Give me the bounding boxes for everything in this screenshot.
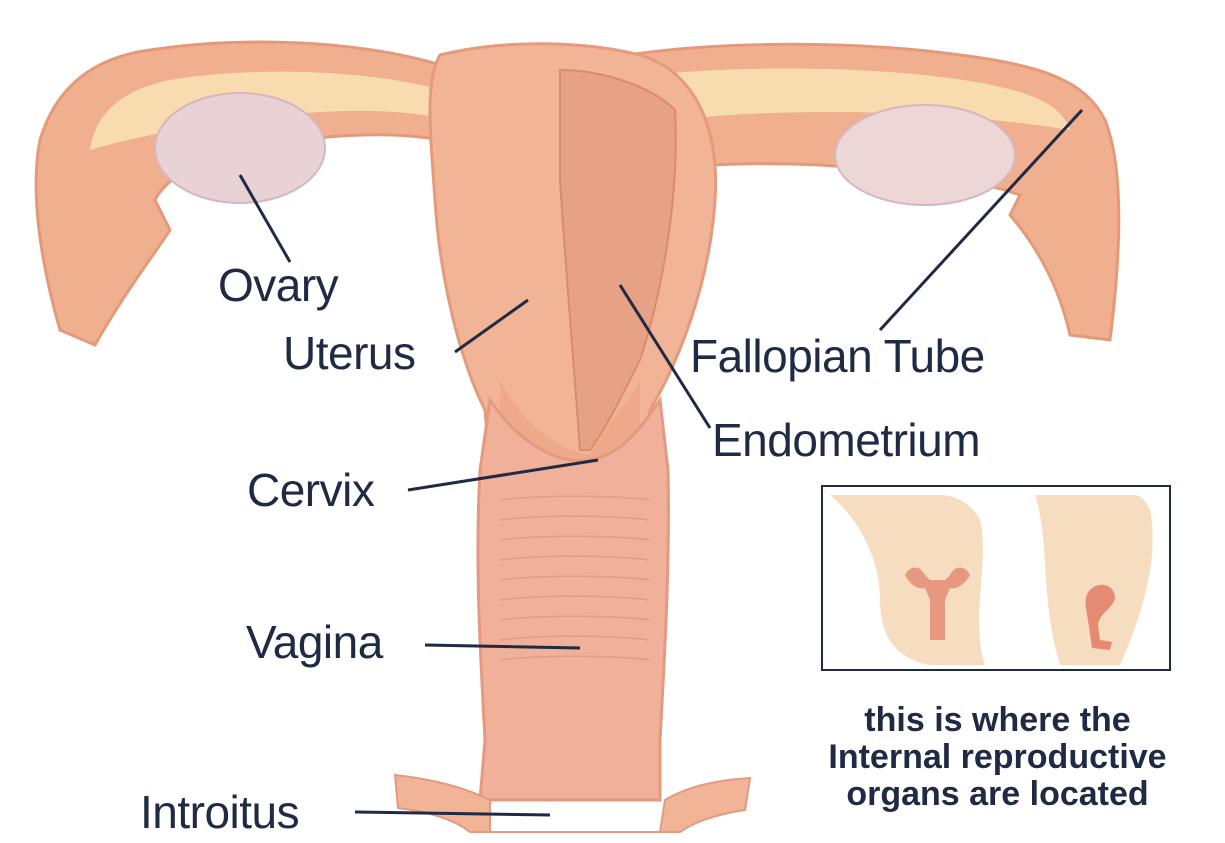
label-introitus: Introitus [140,789,299,835]
label-fallopian-tube: Fallopian Tube [690,333,985,379]
label-vagina: Vagina [246,619,383,665]
label-ovary: Ovary [218,262,338,308]
leader-introitus [355,812,550,815]
label-cervix: Cervix [247,467,374,513]
inset-body-illustration [822,486,1170,670]
label-endometrium: Endometrium [712,417,980,463]
left-ovary [155,93,325,203]
right-ovary [835,105,1015,205]
inset-caption-line: Internal reproductive [770,739,1225,776]
inset-caption-line: organs are located [770,776,1225,813]
inset-caption: this is where the Internal reproductive … [770,702,1225,813]
label-uterus: Uterus [283,330,415,376]
inset-caption-line: this is where the [770,702,1225,739]
